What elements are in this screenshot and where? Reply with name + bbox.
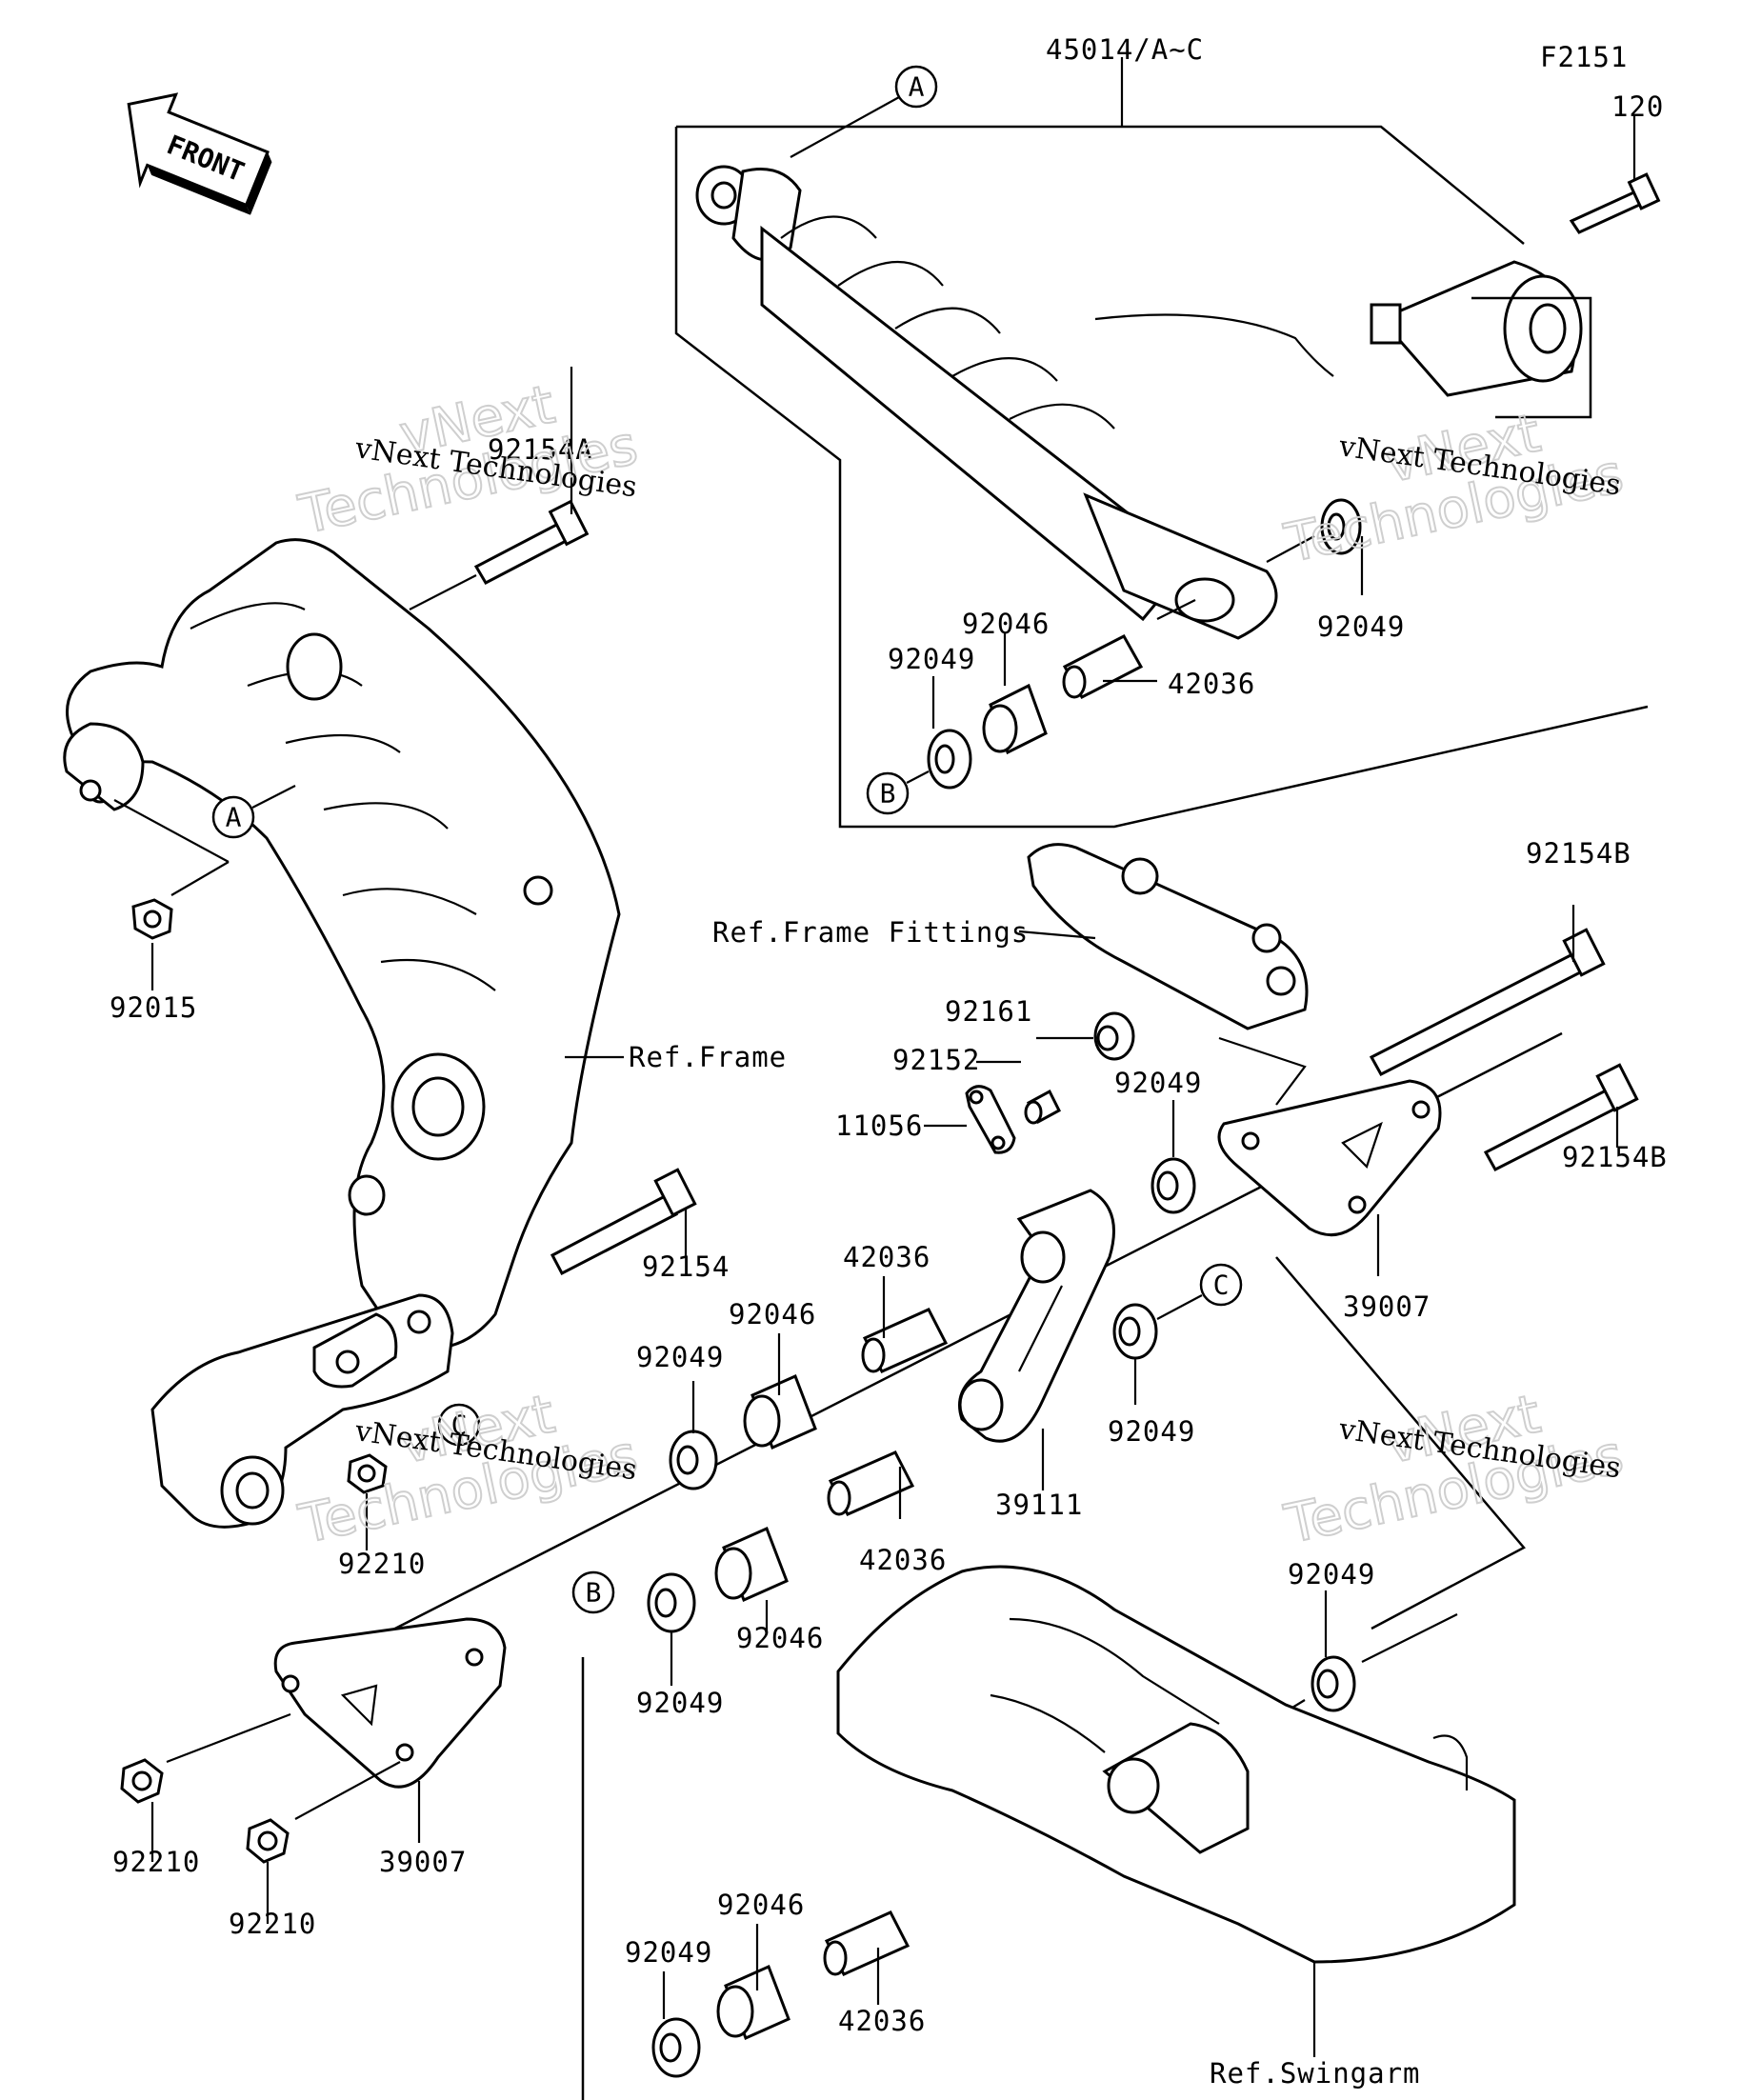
nut-92015 [113, 799, 230, 940]
swingarm-part [836, 1565, 1516, 1964]
label-seal-92049-link: 92049 [1108, 1415, 1195, 1448]
label-bolt-92154: 92154 [642, 1250, 730, 1283]
label-shock-92049-left: 92049 [888, 643, 975, 675]
sleeve-42036-mid [861, 1308, 949, 1373]
callout-a-top: A [790, 65, 938, 158]
label-bolt-92154a: 92154A [488, 433, 593, 466]
nut-92210-upper [347, 1453, 388, 1494]
ref-line-c [1275, 1256, 1526, 1630]
label-bearing-92046-bottom: 92046 [717, 1889, 805, 1921]
label-bolt-92154b-right: 92154B [1562, 1141, 1668, 1173]
bearing-92046-bottom [716, 1964, 790, 2041]
label-nut-92015: 92015 [110, 991, 197, 1024]
bearing-92046-low [714, 1526, 789, 1603]
label-seal-92049-low: 92049 [636, 1687, 724, 1719]
label-shock-assembly: 45014/A~C [1046, 33, 1204, 66]
shock-seal-left [927, 729, 972, 790]
plate-39007-right [1217, 1079, 1442, 1237]
label-plate-39007-right: 39007 [1343, 1290, 1431, 1323]
shock-needle-bearing [982, 683, 1048, 755]
shock-sleeve [1062, 634, 1144, 699]
callout-a-frame: A [211, 785, 296, 839]
bolt-92154a [409, 499, 590, 610]
callout-c-link: C [1156, 1263, 1243, 1320]
label-seal-92049-bottom: 92049 [625, 1936, 712, 1969]
label-plate-11056: 11056 [835, 1110, 923, 1142]
shock-absorber [695, 165, 1278, 640]
label-collar-92161: 92161 [945, 995, 1032, 1028]
callout-c-link-text: C [1213, 1270, 1230, 1301]
shock-absorber-group [674, 125, 1661, 829]
label-nut-92210-left: 92210 [112, 1846, 200, 1878]
rod-39111 [958, 1189, 1115, 1443]
leader-lines [150, 57, 1636, 2057]
bearing-92046-mid [743, 1373, 817, 1450]
frame-fittings-part [1027, 843, 1309, 1106]
label-nut-92210-bottom: 92210 [229, 1908, 316, 1940]
callout-b-spring-text: B [880, 778, 896, 810]
label-ref-frame: Ref.Frame [629, 1041, 787, 1073]
label-bolt-92154b-top: 92154B [1526, 837, 1631, 870]
label-ref-swingarm: Ref.Swingarm [1210, 2057, 1421, 2090]
label-sleeve-42036-bottom: 42036 [838, 2005, 926, 2037]
bolt-92154b-right [1483, 1063, 1639, 1171]
callout-c-frame: C [437, 1403, 481, 1447]
front-direction-arrow-icon: FRONT [127, 92, 272, 215]
bolt-92154 [550, 1168, 697, 1276]
label-rod-39111: 39111 [995, 1489, 1083, 1521]
label-bearing-92046-low: 92046 [736, 1622, 824, 1654]
label-seal-92049-left-mid: 92049 [636, 1341, 724, 1373]
callout-b-lower-text: B [586, 1577, 602, 1609]
collar-92152 [1024, 1089, 1061, 1125]
label-seal-92049-mid: 92049 [1114, 1067, 1202, 1099]
sleeve-42036-bottom [823, 1910, 911, 1976]
callout-b-spring: B [866, 770, 930, 815]
plate-11056 [965, 1085, 1016, 1154]
label-sleeve-42036-low: 42036 [859, 1544, 947, 1576]
bolt-120 [1569, 172, 1661, 234]
frame-part [63, 538, 621, 1350]
label-bearing-92046-mid: 92046 [729, 1298, 816, 1330]
plate-39007-left [273, 1617, 507, 1789]
label-shock-92046: 92046 [962, 608, 1050, 640]
label-sleeve-42036-mid: 42036 [843, 1241, 931, 1273]
seal-92049-left-mid [669, 1430, 718, 1490]
nut-92210-bottom [246, 1761, 401, 1864]
shock-reservoir [1094, 260, 1592, 419]
label-bolt-120: 120 [1611, 90, 1664, 123]
sleeve-42036-low [827, 1450, 915, 1516]
seal-92049-link [1112, 1303, 1158, 1360]
callout-c-frame-text: C [451, 1410, 468, 1441]
label-shock-42036: 42036 [1168, 668, 1255, 700]
part-labels: 45014/A~C 120 92154A 92015 Ref.Frame 920… [110, 33, 1668, 2090]
seal-92049-low [647, 1572, 696, 1633]
label-nut-92210-upper: 92210 [338, 1548, 426, 1580]
bolt-92154b-top [1369, 928, 1606, 1076]
label-collar-92152: 92152 [892, 1044, 980, 1076]
shock-seal-right [1320, 498, 1362, 555]
seal-92049-mid [1151, 1157, 1196, 1214]
seal-92049-bottom [651, 2017, 701, 2078]
diagram-code: F2151 [1540, 41, 1628, 73]
callout-a-top-text: A [909, 71, 925, 103]
collar-92161 [1093, 1011, 1135, 1061]
label-plate-39007-left: 39007 [379, 1846, 467, 1878]
label-ref-frame-fittings: Ref.Frame Fittings [712, 916, 1029, 949]
callout-b-lower: B [571, 1570, 615, 1614]
label-seal-92049-swingarm: 92049 [1288, 1558, 1375, 1590]
nut-92210-left [120, 1712, 291, 1804]
callout-a-frame-text: A [226, 802, 242, 833]
swingarm-rear-part [150, 1293, 454, 1529]
label-shock-92049-right: 92049 [1317, 610, 1405, 643]
